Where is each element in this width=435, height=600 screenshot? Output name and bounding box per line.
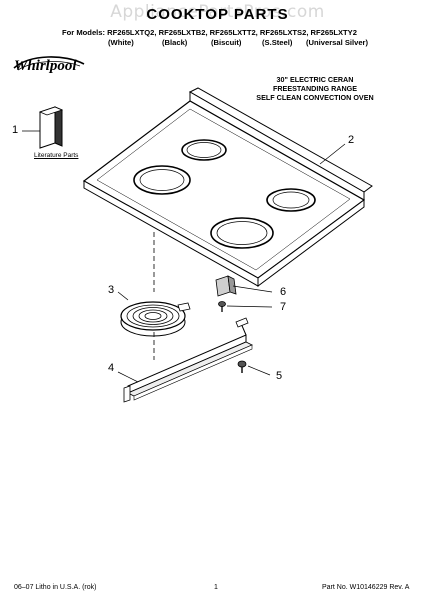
leader-line-3 xyxy=(117,291,129,301)
footer-page-number: 1 xyxy=(214,584,218,591)
leader-line-6 xyxy=(232,285,273,293)
leader-line-5 xyxy=(247,365,271,376)
leader-line-7 xyxy=(226,305,273,308)
terminal-block xyxy=(215,275,237,297)
desc-line-2: FREESTANDING RANGE xyxy=(272,84,358,93)
color-steel: (S.Steel) xyxy=(262,38,293,47)
terminal-screw xyxy=(218,301,226,312)
footer-litho: 06–07 Litho in U.S.A. (rok) xyxy=(14,584,97,591)
mounting-screw xyxy=(237,360,247,373)
callout-6: 6 xyxy=(280,286,287,298)
callout-7: 7 xyxy=(280,301,287,313)
desc-line-3: SELF CLEAN CONVECTION OVEN xyxy=(256,93,374,102)
page-title: COOKTOP PARTS xyxy=(146,6,289,23)
desc-line-1: 30" ELECTRIC CERAN xyxy=(276,75,354,84)
literature-parts-booklet xyxy=(38,106,64,149)
callout-3: 3 xyxy=(108,284,115,296)
callout-5: 5 xyxy=(276,370,283,382)
color-black: (Black) xyxy=(162,38,188,47)
models-line: For Models: RF265LXTQ2, RF265LXTB2, RF26… xyxy=(62,28,357,37)
cooktop-glass xyxy=(82,87,373,287)
color-white: (White) xyxy=(108,38,134,47)
callout-1: 1 xyxy=(12,124,19,136)
range-description: 30" ELECTRIC CERAN FREESTANDING RANGE SE… xyxy=(215,75,415,102)
footer-part-number: Part No. W10146229 Rev. A xyxy=(322,584,410,591)
surface-element xyxy=(120,301,191,337)
leader-line-4 xyxy=(117,371,139,383)
callout-4: 4 xyxy=(108,362,115,374)
callout-2: 2 xyxy=(348,134,355,146)
watermark: AppliancePartsPros.com xyxy=(110,2,325,22)
element-bracket xyxy=(123,317,253,403)
whirlpool-swoosh-icon xyxy=(13,56,85,71)
whirlpool-logo: Whirlpool xyxy=(14,58,77,74)
literature-parts-label: Literature Parts xyxy=(34,152,79,159)
color-biscuit: (Biscuit) xyxy=(211,38,242,47)
leader-line-2 xyxy=(319,143,346,165)
color-universal-silver: (Universal Silver) xyxy=(306,38,369,47)
